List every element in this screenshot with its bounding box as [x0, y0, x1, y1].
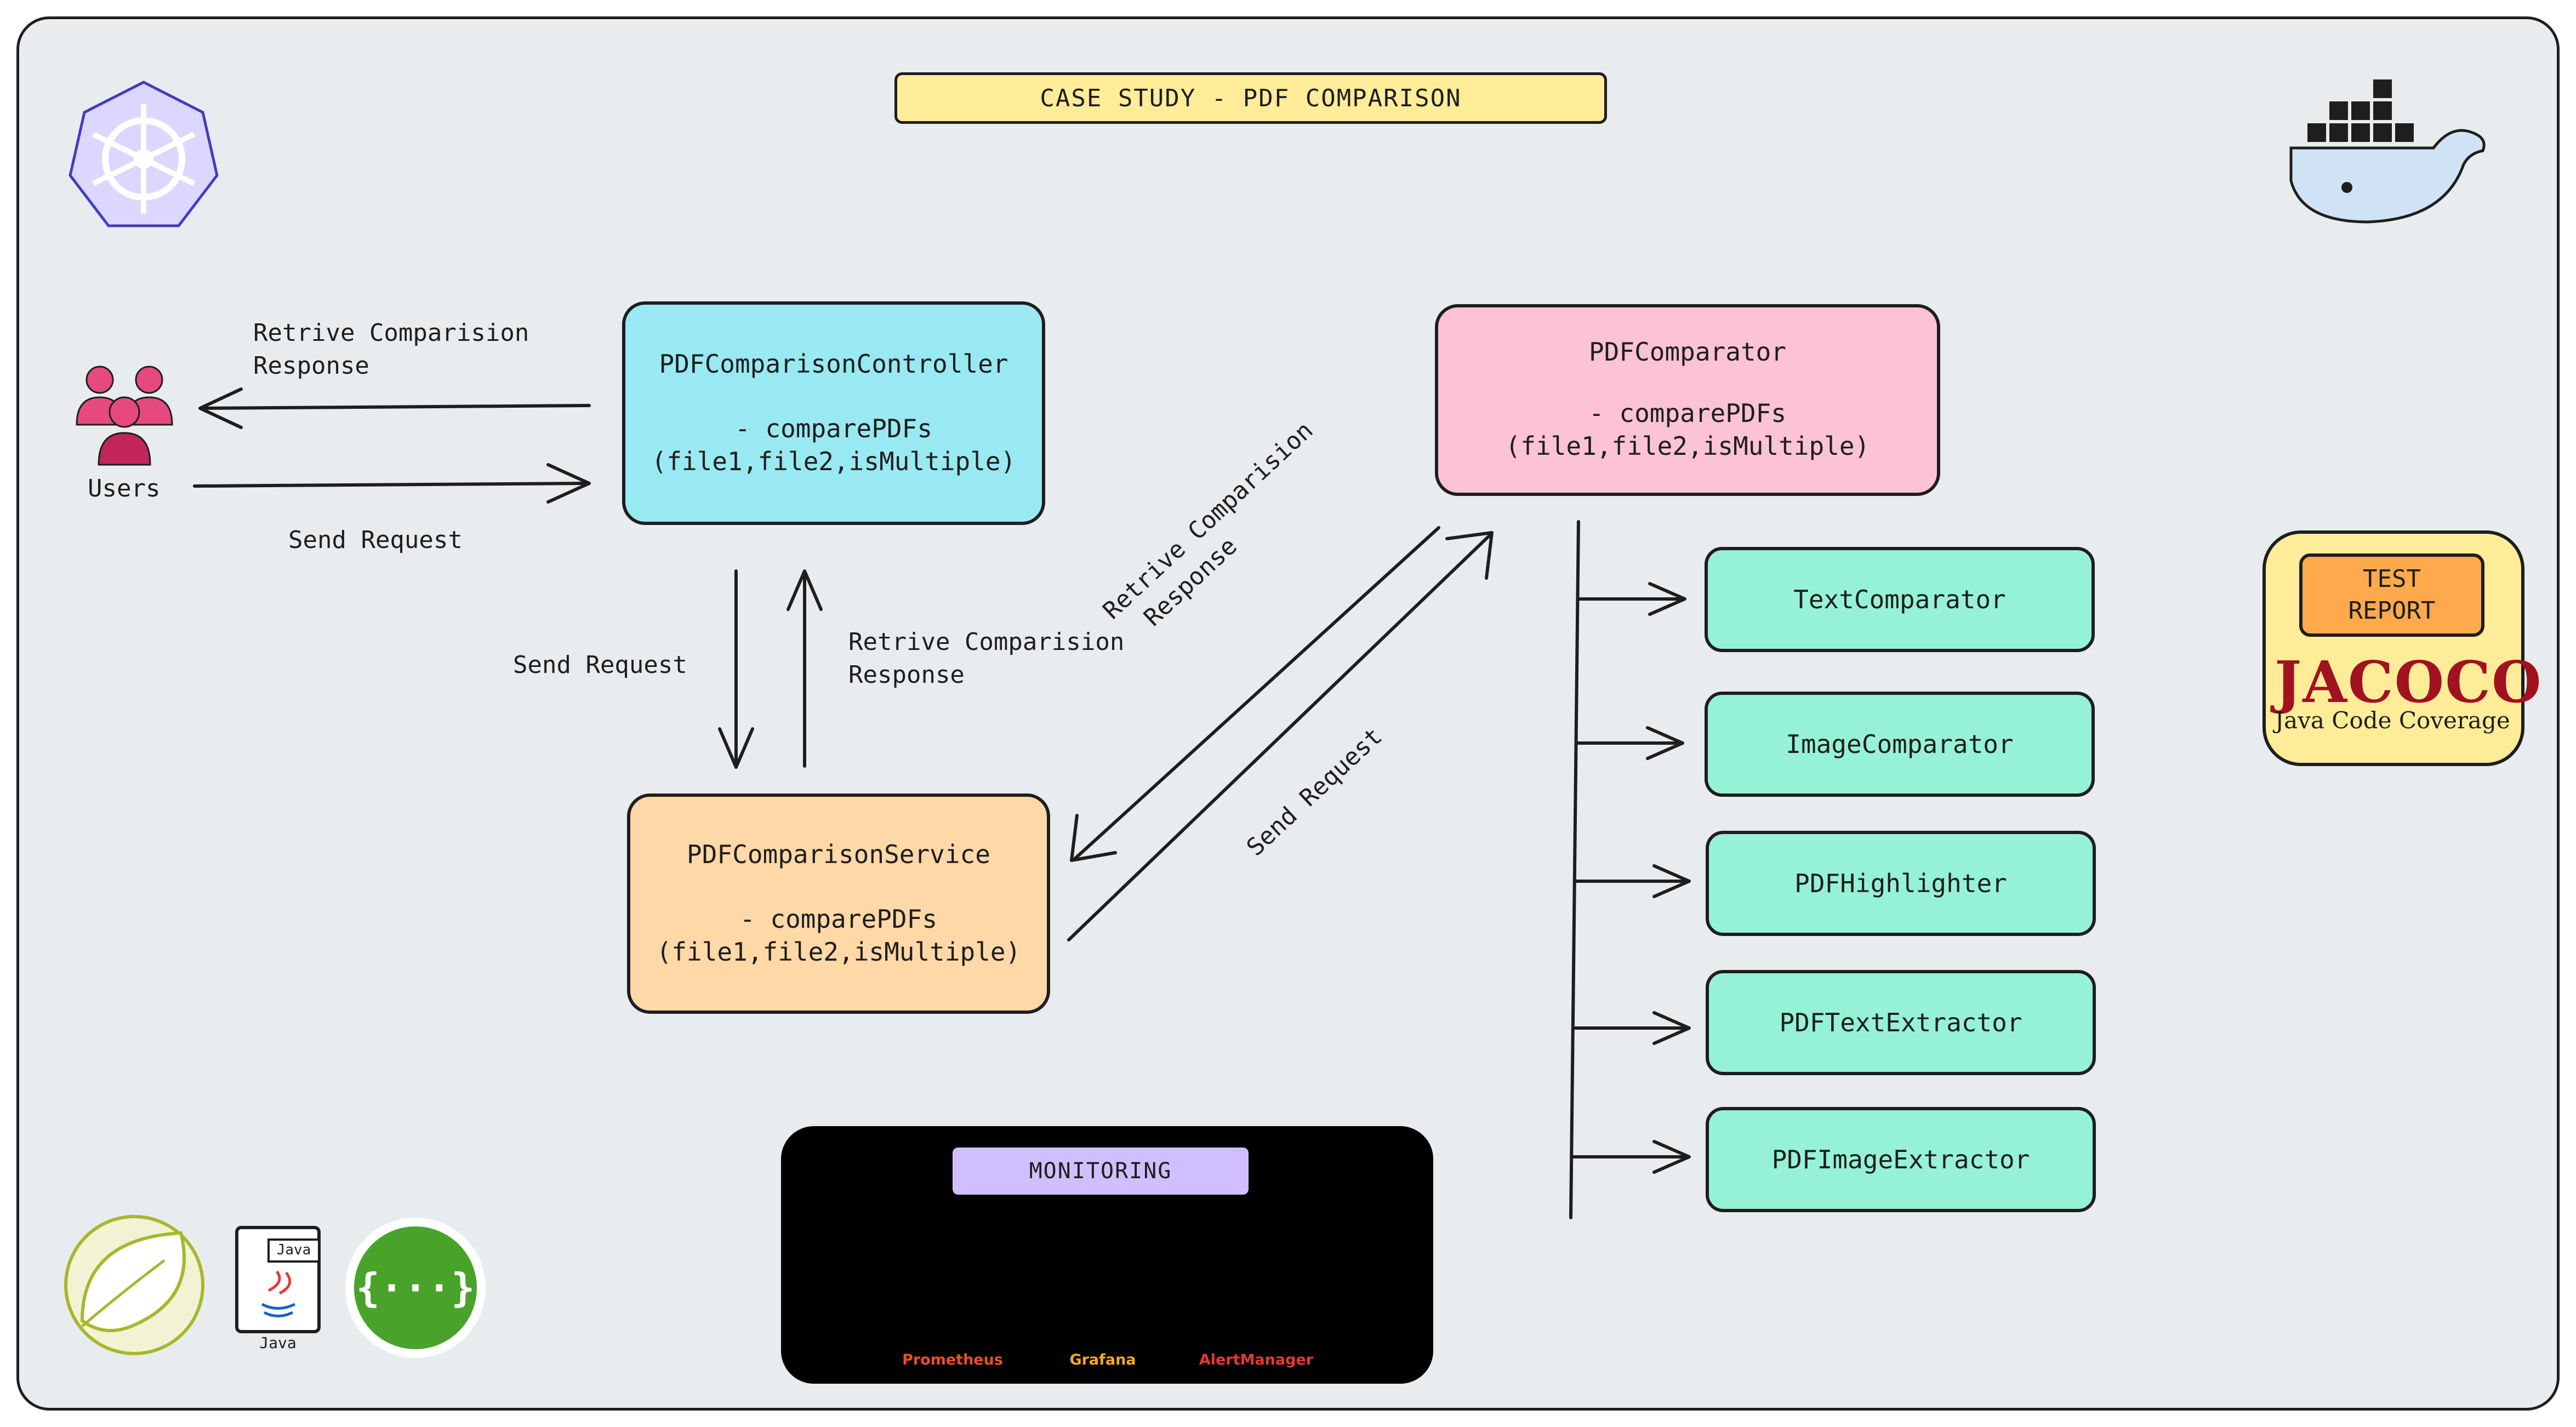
comparator-name: PDFComparator: [1588, 337, 1787, 367]
users-icon: [76, 366, 173, 466]
label-send-request-left: Send Request: [513, 651, 687, 679]
component-bus: [1569, 520, 1580, 1219]
prometheus-label: Prometheus: [902, 1351, 1003, 1368]
arrow-response-to-service: [1070, 526, 1440, 862]
monitoring-label: MONITORING: [953, 1148, 1249, 1195]
java-caption: Java: [259, 1334, 297, 1352]
component-text-comparator: TextComparator: [1705, 547, 2095, 652]
bus-arrow-1: [1577, 582, 1686, 616]
controller-box: PDFComparisonController - comparePDFs (f…: [622, 301, 1045, 525]
component-pdf-highlighter: PDFHighlighter: [1706, 831, 2096, 936]
grafana-label: Grafana: [1069, 1351, 1136, 1368]
service-box: PDFComparisonService - comparePDFs (file…: [627, 794, 1050, 1014]
arrow-response-to-controller: [787, 569, 823, 768]
bus-arrow-2: [1576, 726, 1684, 760]
label-retrieve-response-top: Retrive Comparision Response: [253, 319, 529, 380]
java-icon: [235, 1226, 321, 1333]
comparator-method: - comparePDFs: [1588, 398, 1787, 428]
java-tag: Java: [276, 1242, 311, 1258]
label-retrieve-response-mid: Retrive Comparision Response: [848, 628, 1125, 689]
bus-arrow-4: [1573, 1011, 1691, 1045]
comparator-box: PDFComparator - comparePDFs (file1,file2…: [1435, 304, 1940, 496]
comparator-args: (file1,file2,isMultiple): [1505, 431, 1870, 461]
controller-method: - comparePDFs: [734, 414, 933, 444]
component-pdf-text-extractor: PDFTextExtractor: [1706, 970, 2096, 1075]
bus-arrow-3: [1575, 864, 1691, 898]
arrow-request-to-service: [718, 569, 754, 769]
label-send-request-top: Send Request: [288, 526, 463, 554]
arrow-response-to-users: [198, 387, 591, 429]
spring-icon: [64, 1215, 204, 1355]
bus-arrow-5: [1571, 1140, 1691, 1174]
jacoco-subtitle: Java Code Coverage: [2275, 707, 2510, 734]
swagger-glyph: {···}: [356, 1265, 475, 1311]
service-method: - comparePDFs: [739, 904, 938, 934]
controller-args: (file1,file2,isMultiple): [651, 446, 1016, 476]
service-name: PDFComparisonService: [687, 840, 990, 870]
diagram-title: CASE STUDY - PDF COMPARISON: [894, 72, 1607, 124]
swagger-icon: [345, 1218, 486, 1358]
arrow-request-to-comparator: [1067, 531, 1494, 941]
alertmanager-label: AlertManager: [1199, 1351, 1314, 1368]
kubernetes-icon: [69, 81, 219, 227]
jacoco-logo: JACOCO: [2275, 648, 2543, 716]
controller-name: PDFComparisonController: [659, 349, 1008, 379]
arrow-request-to-controller: [193, 463, 591, 504]
component-pdf-image-extractor: PDFImageExtractor: [1706, 1107, 2096, 1212]
users-label: Users: [88, 475, 161, 503]
service-args: (file1,file2,isMultiple): [656, 937, 1021, 967]
test-report-tag: TEST REPORT: [2299, 553, 2484, 637]
component-image-comparator: ImageComparator: [1705, 692, 2095, 797]
docker-icon: [2289, 79, 2486, 224]
